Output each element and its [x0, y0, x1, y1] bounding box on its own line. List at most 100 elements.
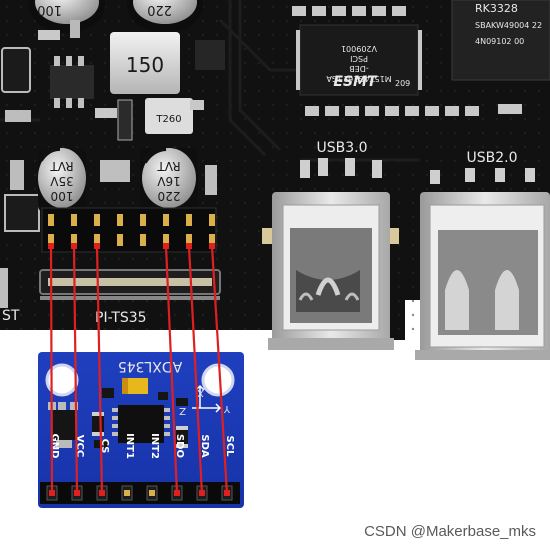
- header-pin: [117, 234, 123, 246]
- wire-scl: [210, 245, 229, 495]
- svg-text:16V: 16V: [156, 174, 180, 188]
- header-pin: [140, 234, 146, 246]
- capacitor-top-right: 220: [127, 0, 203, 33]
- wire-end-board: [48, 243, 54, 249]
- tantalum-capacitor: [122, 378, 148, 394]
- smd-resistor-2: [205, 165, 217, 195]
- wire-sda: [187, 245, 204, 495]
- pin-label-gnd: GND: [49, 434, 60, 459]
- header-pin: [163, 234, 169, 246]
- pin-label-int2: INT2: [149, 433, 160, 459]
- module-name: ADXL345: [118, 358, 182, 374]
- header-pin: [186, 214, 192, 226]
- edge-label: ST: [2, 308, 20, 324]
- lcd-connector-label: PI-TS35: [95, 310, 147, 326]
- wire-end-module: [74, 490, 80, 496]
- usb3-label: USB3.0: [316, 140, 367, 156]
- smd-resistor: [190, 100, 204, 110]
- header-pin: [48, 234, 54, 246]
- wire-vcc: [72, 245, 79, 495]
- svg-text:SBAKW49004 22: SBAKW49004 22: [475, 21, 542, 30]
- usb-label-components: [300, 158, 535, 184]
- header-pin: [209, 214, 215, 226]
- header-pin: [94, 214, 100, 226]
- svg-text:150: 150: [126, 53, 164, 77]
- capacitor-top-left: 100: [29, 0, 105, 33]
- adxl345-module: ADXL345: [38, 352, 244, 508]
- svg-text:4N09102 00: 4N09102 00: [475, 37, 524, 46]
- capacitor-220-16v: 220 16V RVT: [140, 145, 198, 214]
- svg-text:100: 100: [37, 2, 62, 17]
- svg-text:-DEB: -DEB: [349, 64, 369, 73]
- esmt-memory-chip: M15T4G1625GA -DEB PSCI V209001 ESMT 209: [296, 24, 422, 96]
- svg-text:220: 220: [158, 189, 181, 203]
- usb2-label: USB2.0: [466, 150, 517, 166]
- svg-text:220: 220: [147, 2, 172, 17]
- svg-text:RK3328: RK3328: [475, 2, 518, 15]
- svg-text:35V: 35V: [49, 174, 73, 188]
- header-pin: [71, 214, 77, 226]
- header-pin: [71, 234, 77, 246]
- wire-gnd: [49, 245, 54, 495]
- pin-label-scl: SCL: [224, 436, 235, 458]
- module-pin-header: [40, 482, 240, 504]
- header-pin: [163, 214, 169, 226]
- svg-text:209: 209: [395, 79, 410, 88]
- wire-end-module: [174, 490, 180, 496]
- smd-capacitor: [100, 160, 130, 182]
- inductor-150: 150: [110, 32, 180, 94]
- header-pin: [48, 214, 54, 226]
- jumper-wires: [48, 243, 230, 496]
- pin-label-int1: INT1: [124, 433, 135, 459]
- smd-diode: [195, 40, 225, 70]
- pin-label-vcc: VCC: [74, 435, 85, 457]
- axis-label-z: Z: [179, 405, 186, 416]
- mounting-hole-left: [45, 363, 79, 397]
- lcd-fpc-connector: [39, 269, 221, 300]
- svg-text:V209001: V209001: [341, 44, 377, 53]
- wire-end-board: [71, 243, 77, 249]
- axis-label-y: Y: [223, 403, 231, 414]
- svg-text:100: 100: [51, 189, 74, 203]
- wire-end-board: [186, 243, 192, 249]
- pin-label-sda: SDA: [199, 434, 210, 458]
- usb3-connector: [262, 192, 399, 350]
- wire-end-board: [163, 243, 169, 249]
- svg-text:M15T4G1625GA: M15T4G1625GA: [326, 74, 392, 83]
- pin-label-sdo: SDO: [174, 434, 185, 458]
- usb2-connector: [415, 192, 550, 360]
- svg-text:T260: T260: [155, 114, 181, 125]
- svg-text:RVT: RVT: [157, 159, 181, 173]
- mounting-hole-right: [201, 363, 235, 397]
- voltage-regulator: [48, 402, 78, 448]
- smd-array-top: [292, 6, 522, 116]
- header-pin: [94, 234, 100, 246]
- inductor-t260: T260: [145, 98, 193, 134]
- wire-end-module: [199, 490, 205, 496]
- header-pin: [186, 234, 192, 246]
- adxl345-chip: [112, 405, 170, 443]
- smd-components-left: [1, 20, 133, 232]
- watermark: CSDN @Makerbase_mks: [364, 523, 536, 540]
- header-pin: [140, 214, 146, 226]
- wire-cs: [95, 245, 104, 495]
- edge-component: [0, 268, 8, 308]
- svg-text:ESMT: ESMT: [333, 74, 378, 90]
- header-pin: [117, 214, 123, 226]
- wire-end-board: [209, 243, 215, 249]
- wire-end-module: [99, 490, 105, 496]
- svg-text:PSCI: PSCI: [350, 54, 368, 63]
- wire-end-module: [49, 490, 55, 496]
- pin-label-cs: CS: [99, 439, 110, 454]
- wire-end-module: [224, 490, 230, 496]
- wire-end-board: [94, 243, 100, 249]
- rk3328-soc: RK3328 SBAKW49004 22 4N09102 00: [451, 0, 550, 81]
- capacitor-100-35v: 100 35V RVT: [37, 145, 86, 212]
- header-pin: [209, 234, 215, 246]
- module-pin-contact: [124, 490, 130, 496]
- svg-text:RVT: RVT: [50, 159, 74, 173]
- axis-label-x: X: [197, 387, 204, 398]
- wire-sdo: [164, 245, 179, 495]
